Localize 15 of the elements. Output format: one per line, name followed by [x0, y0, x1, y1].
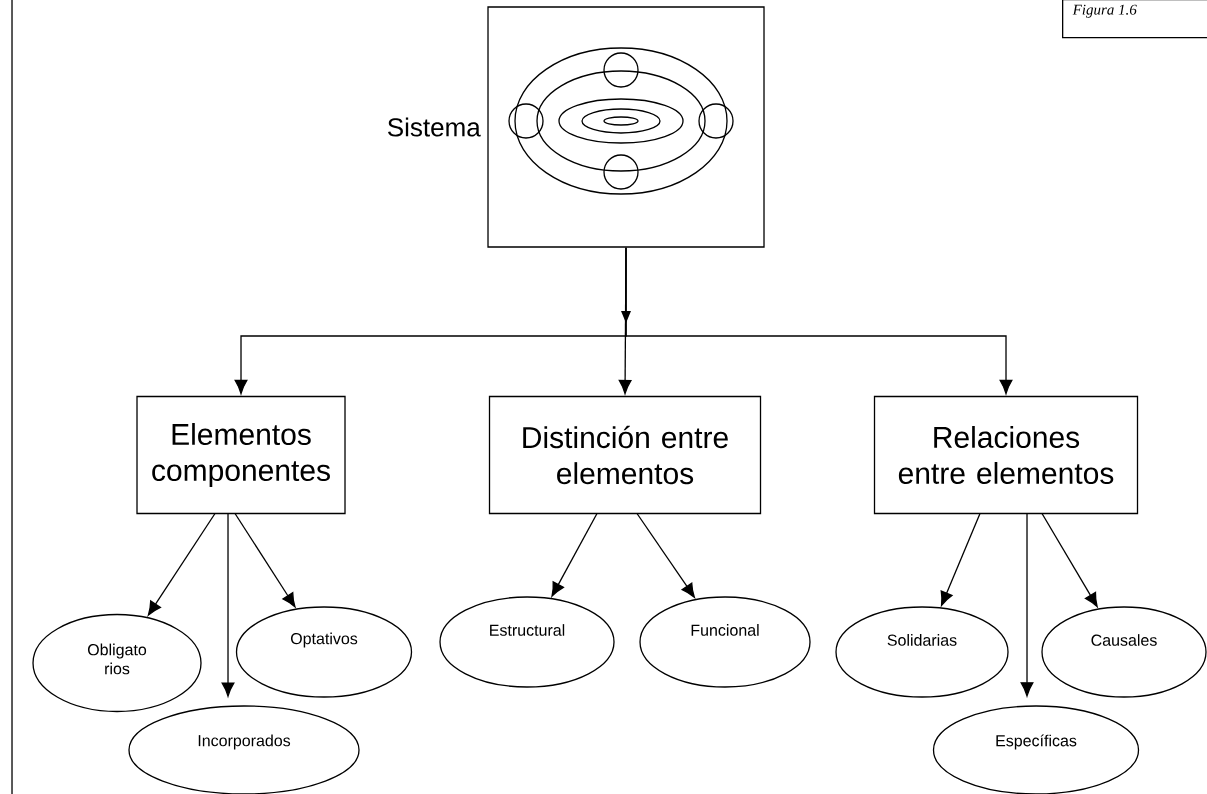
arrow: [234, 512, 296, 608]
arrow: [221, 512, 235, 697]
arrow: [1041, 512, 1098, 608]
concept-box: Relaciones entre elementos: [873, 395, 1139, 515]
arrow: [551, 512, 598, 597]
concept-box: Elementos componentes: [136, 395, 346, 515]
concept-box: Distinción entre elementos: [488, 395, 762, 515]
arrow: [625, 247, 1013, 395]
arrow: [1020, 512, 1034, 697]
caption-box: Figura 1.6: [1062, 0, 1207, 39]
system-box: Sistema: [387, 6, 765, 248]
arrow: [636, 512, 695, 598]
node-label: Sistema: [387, 117, 481, 137]
arrow: [147, 512, 216, 616]
arrow: [940, 512, 981, 606]
